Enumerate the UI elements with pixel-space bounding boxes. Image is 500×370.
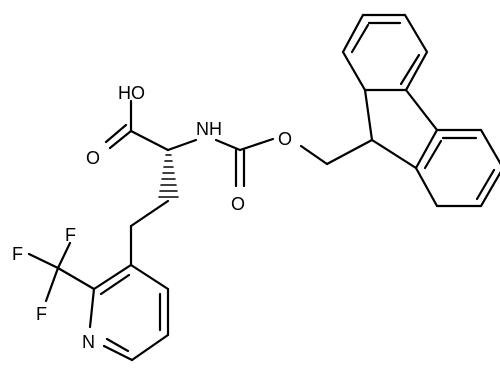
fluorene-bond-c9-right xyxy=(370,138,418,170)
fluorene-bond-biaryl xyxy=(404,88,439,132)
ester-oxygen-label: O xyxy=(278,129,292,149)
pyridine-ring xyxy=(88,263,170,362)
amino-acid-backbone xyxy=(104,99,198,267)
pyridine-bond-c5-c6 xyxy=(130,333,170,362)
carbamate-oxygen-label: O xyxy=(231,194,245,214)
bond-ring-cf3 xyxy=(56,266,96,291)
stereo-hash-wedge xyxy=(158,154,179,198)
pyridine-bond-c3-c4 xyxy=(129,263,170,291)
pyridine-nitrogen-label: N xyxy=(82,332,95,352)
fluorene-ring-system xyxy=(341,13,500,208)
fluorene-bond-c9-left xyxy=(363,88,374,142)
fluorene-left-double-3 xyxy=(350,23,370,54)
bond-beta-gamma xyxy=(129,199,170,228)
bond-carboxyl-double-a xyxy=(108,129,133,150)
pyridine-bond-n-c2 xyxy=(88,287,96,329)
fluorene-left-double-2 xyxy=(399,53,421,86)
bond-n-alpha xyxy=(166,138,198,152)
bond-carboxyl-double-b xyxy=(104,123,128,144)
fluorene-left-ring xyxy=(341,13,429,92)
pyridine-bond-c6-n xyxy=(102,344,134,362)
bond-c-f-top xyxy=(56,241,72,270)
bond-c9-ch2 xyxy=(325,138,374,166)
carboxyl-oxygen-label: O xyxy=(86,148,100,168)
pyridine-double-c2-c3 xyxy=(99,273,131,296)
fmoc-linker xyxy=(214,137,374,188)
amine-nh-label: NH xyxy=(196,119,222,139)
bond-ch2-o xyxy=(299,144,329,166)
hydroxyl-label: HO xyxy=(118,83,145,103)
bond-c-f-left xyxy=(27,252,60,270)
fluorene-right-ring xyxy=(414,128,500,208)
bond-alpha-carboxyl xyxy=(129,129,170,152)
fluorine-top-label: F xyxy=(65,225,76,245)
bond-carbonyl-n xyxy=(214,138,242,152)
bond-c-f-bottom xyxy=(44,266,60,303)
bond-o-carbonyl xyxy=(238,137,275,152)
pyridine-double-c6-n xyxy=(105,337,130,353)
pyridine-bond-c2-c3 xyxy=(92,263,133,291)
trifluoromethyl-group xyxy=(27,241,96,303)
fluorine-bottom-label: F xyxy=(36,304,47,324)
fluorene-right-double-2 xyxy=(475,168,496,201)
fluorene-right-double-3 xyxy=(423,139,443,170)
fluorine-left-label: F xyxy=(12,244,23,264)
